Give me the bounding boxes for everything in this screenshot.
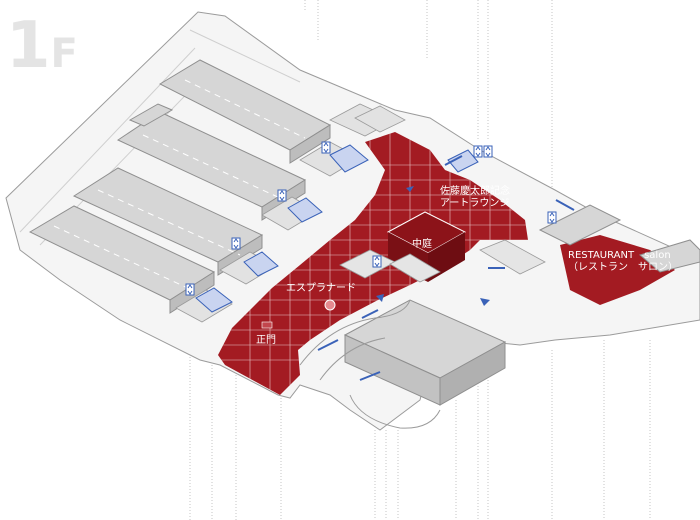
floor-plate [5, 11, 700, 431]
guide-lines [189, 0, 651, 520]
east-building-block [538, 204, 700, 273]
entrance-arrow-icon [376, 294, 384, 302]
escalator-icons [317, 155, 575, 381]
floor-suffix: F [50, 31, 78, 77]
escalator-icon [317, 339, 339, 351]
escalator-icon [444, 155, 463, 166]
elevator-icons [185, 141, 557, 296]
elevator-icon [185, 283, 195, 296]
restaurant-label-line2: （レストラン サロン） [568, 262, 678, 273]
floor-label: 1F [6, 14, 78, 78]
entrance-arrow-icon [406, 186, 414, 192]
main-gate-label[interactable]: 正門 [256, 335, 276, 346]
elevator-icon [277, 189, 287, 202]
esplanade-label[interactable]: エスプラナード [286, 283, 356, 294]
elevator-icon [372, 255, 382, 268]
gate-marker [261, 321, 273, 329]
gallery-roof-lines [53, 79, 306, 291]
entrance-arrow-icon [480, 298, 490, 306]
main-building-block [343, 299, 507, 406]
restaurant-label-line1: RESTAURANT salon [568, 250, 671, 261]
restaurant-label[interactable]: RESTAURANT salon （レストラン サロン） [568, 250, 678, 274]
elevator-icon [547, 211, 557, 224]
sato-lounge-label-line1: 佐藤慶太郎記念 [440, 186, 510, 197]
gallery-block-5 [128, 103, 174, 127]
entrance-arrows [376, 186, 490, 306]
elevator-icon [231, 237, 241, 250]
courtyard-label[interactable]: 中庭 [412, 239, 432, 250]
floor-number: 1 [6, 9, 51, 83]
elevator-icon [483, 145, 493, 158]
sato-lounge-label-line2: アートラウンジ [440, 198, 510, 209]
escalator-icon [361, 309, 379, 319]
elevator-icon [473, 145, 483, 158]
entrance-ramp [299, 299, 441, 429]
elevator-icon [321, 141, 331, 154]
sato-lounge-label[interactable]: 佐藤慶太郎記念 アートラウンジ [440, 186, 510, 210]
escalator-icon [359, 371, 381, 381]
esplanade-marker [324, 299, 336, 311]
stair-areas [195, 144, 479, 313]
escalator-icon [555, 199, 575, 211]
